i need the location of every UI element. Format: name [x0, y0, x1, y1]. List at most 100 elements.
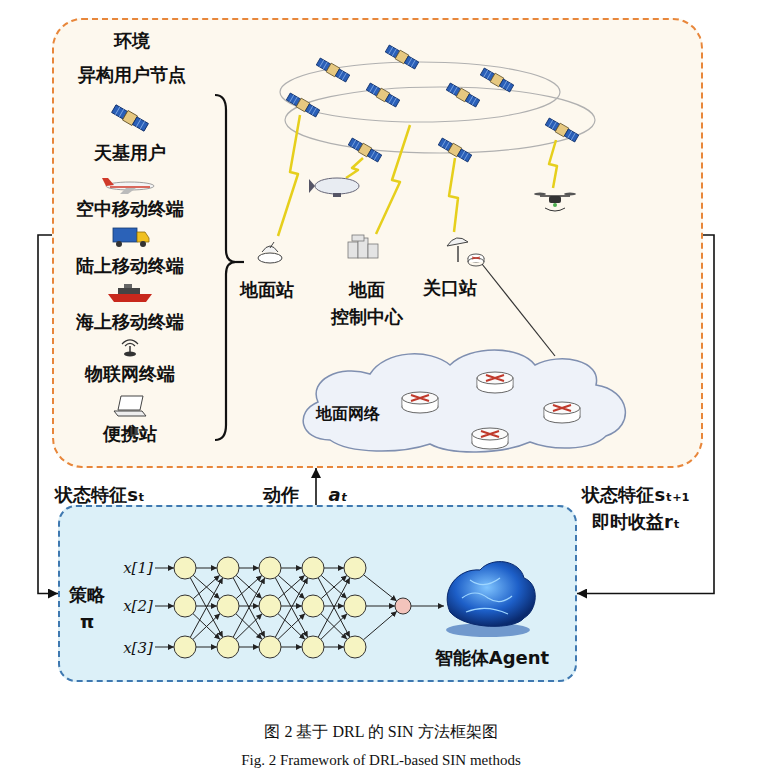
- nn-link: [324, 568, 344, 569]
- drone-icon: [534, 193, 576, 212]
- nn-link: [321, 575, 347, 598]
- nn-link: [364, 575, 397, 601]
- nn-link: [278, 614, 305, 640]
- nn-link: [196, 647, 217, 648]
- site-label: 关口站: [423, 274, 477, 301]
- agent-label: 智能体Agent: [435, 644, 549, 671]
- nn-link: [193, 575, 220, 598]
- nn-output: [411, 605, 444, 606]
- neuron: [217, 557, 239, 579]
- environment-box: 环境异构用户节点地面网络: [52, 18, 703, 468]
- neuron: [174, 595, 196, 617]
- nn-link: [193, 575, 220, 598]
- caption-english: Fig. 2 Framework of DRL-based SIN method…: [241, 749, 521, 772]
- nn-link: [193, 614, 220, 640]
- nn-input: [155, 606, 174, 607]
- nn-link: [236, 614, 262, 640]
- plane-icon: [102, 178, 154, 194]
- nn-link: [278, 614, 305, 640]
- neuron: [174, 636, 196, 658]
- orbit: [280, 62, 560, 122]
- satellites: [286, 44, 579, 163]
- site-label: 地面 控制中心: [331, 276, 403, 330]
- cloud-shape: [290, 340, 634, 454]
- user-type: 物联网终端: [85, 360, 175, 387]
- nn-input: [155, 568, 174, 569]
- cloud-label: 地面网络: [316, 402, 380, 426]
- user-type: 天基用户: [94, 139, 166, 166]
- panel-title: 环境: [114, 27, 150, 54]
- nn-link: [321, 614, 347, 640]
- nn-link: [281, 647, 302, 648]
- connector: [38, 235, 58, 594]
- nn-link: [324, 606, 344, 607]
- nn-link: [196, 606, 217, 607]
- nn-link: [196, 568, 217, 569]
- gateway-icon: [447, 238, 484, 266]
- nn-link: [281, 568, 302, 569]
- policy-label: 策略 π: [69, 581, 105, 635]
- control-center-icon: [348, 235, 378, 258]
- nn-link: [278, 575, 305, 598]
- nn-input: [155, 647, 174, 648]
- connector: [315, 468, 317, 505]
- user-type: 空中移动终端: [76, 195, 184, 222]
- figure-caption: 图 2 基于 DRL 的 SIN 方法框架图: [264, 720, 497, 744]
- nn-link: [239, 606, 259, 607]
- nn-link: [193, 614, 220, 640]
- nn-link: [321, 614, 347, 640]
- wireless-links: [278, 115, 557, 236]
- input-name: x[2]: [123, 595, 153, 618]
- neuron: [344, 595, 366, 617]
- brace-tick: [236, 261, 244, 263]
- laptop-icon: [114, 396, 146, 416]
- neuron: [217, 595, 239, 617]
- neuron: [302, 595, 324, 617]
- nn-link: [236, 575, 262, 598]
- panel-subtitle: 异构用户节点: [78, 61, 186, 88]
- brace: [215, 95, 236, 440]
- ground-station-icon: [258, 242, 282, 263]
- edge-label: 状态特征sₜ: [55, 481, 145, 508]
- nn-link: [281, 606, 302, 607]
- input-name: x[1]: [123, 557, 153, 580]
- nn-link: [324, 647, 344, 648]
- neuron: [259, 636, 281, 658]
- neuron: [259, 595, 281, 617]
- neuron: [344, 636, 366, 658]
- neuron: [217, 636, 239, 658]
- ship-icon: [108, 284, 152, 302]
- signal-name: aₜ: [328, 481, 347, 508]
- neuron: [302, 636, 324, 658]
- environment-fill: [52, 18, 703, 468]
- nn-link: [236, 575, 262, 598]
- site-label: 地面站: [240, 276, 294, 303]
- neuron: [344, 557, 366, 579]
- nn-link: [278, 575, 305, 598]
- neuron: [174, 557, 196, 579]
- edge-label: 状态特征sₜ₊₁ 即时收益rₜ: [582, 481, 689, 535]
- nn-link: [366, 606, 395, 607]
- input-name: x[3]: [123, 637, 153, 660]
- neuron: [259, 557, 281, 579]
- iot-icon: [122, 340, 138, 357]
- neuron: [302, 557, 324, 579]
- space-user-icon: [111, 104, 149, 132]
- truck-icon: [113, 228, 149, 247]
- neural-network: [155, 557, 444, 658]
- cloud-node: 地面网络: [290, 340, 634, 454]
- agent-fill: [58, 505, 577, 682]
- nn-link: [321, 575, 347, 598]
- user-type: 陆上移动终端: [76, 252, 184, 279]
- brain-image: [446, 562, 535, 637]
- output-neuron: [395, 598, 411, 614]
- user-type: 海上移动终端: [76, 308, 184, 335]
- edge-label: 动作: [263, 481, 299, 508]
- nn-link: [239, 568, 259, 569]
- user-type: 便携站: [103, 420, 157, 447]
- gateway-link: [482, 264, 555, 356]
- nn-link: [239, 647, 259, 648]
- airship-icon: [309, 178, 359, 197]
- nn-link: [363, 611, 397, 640]
